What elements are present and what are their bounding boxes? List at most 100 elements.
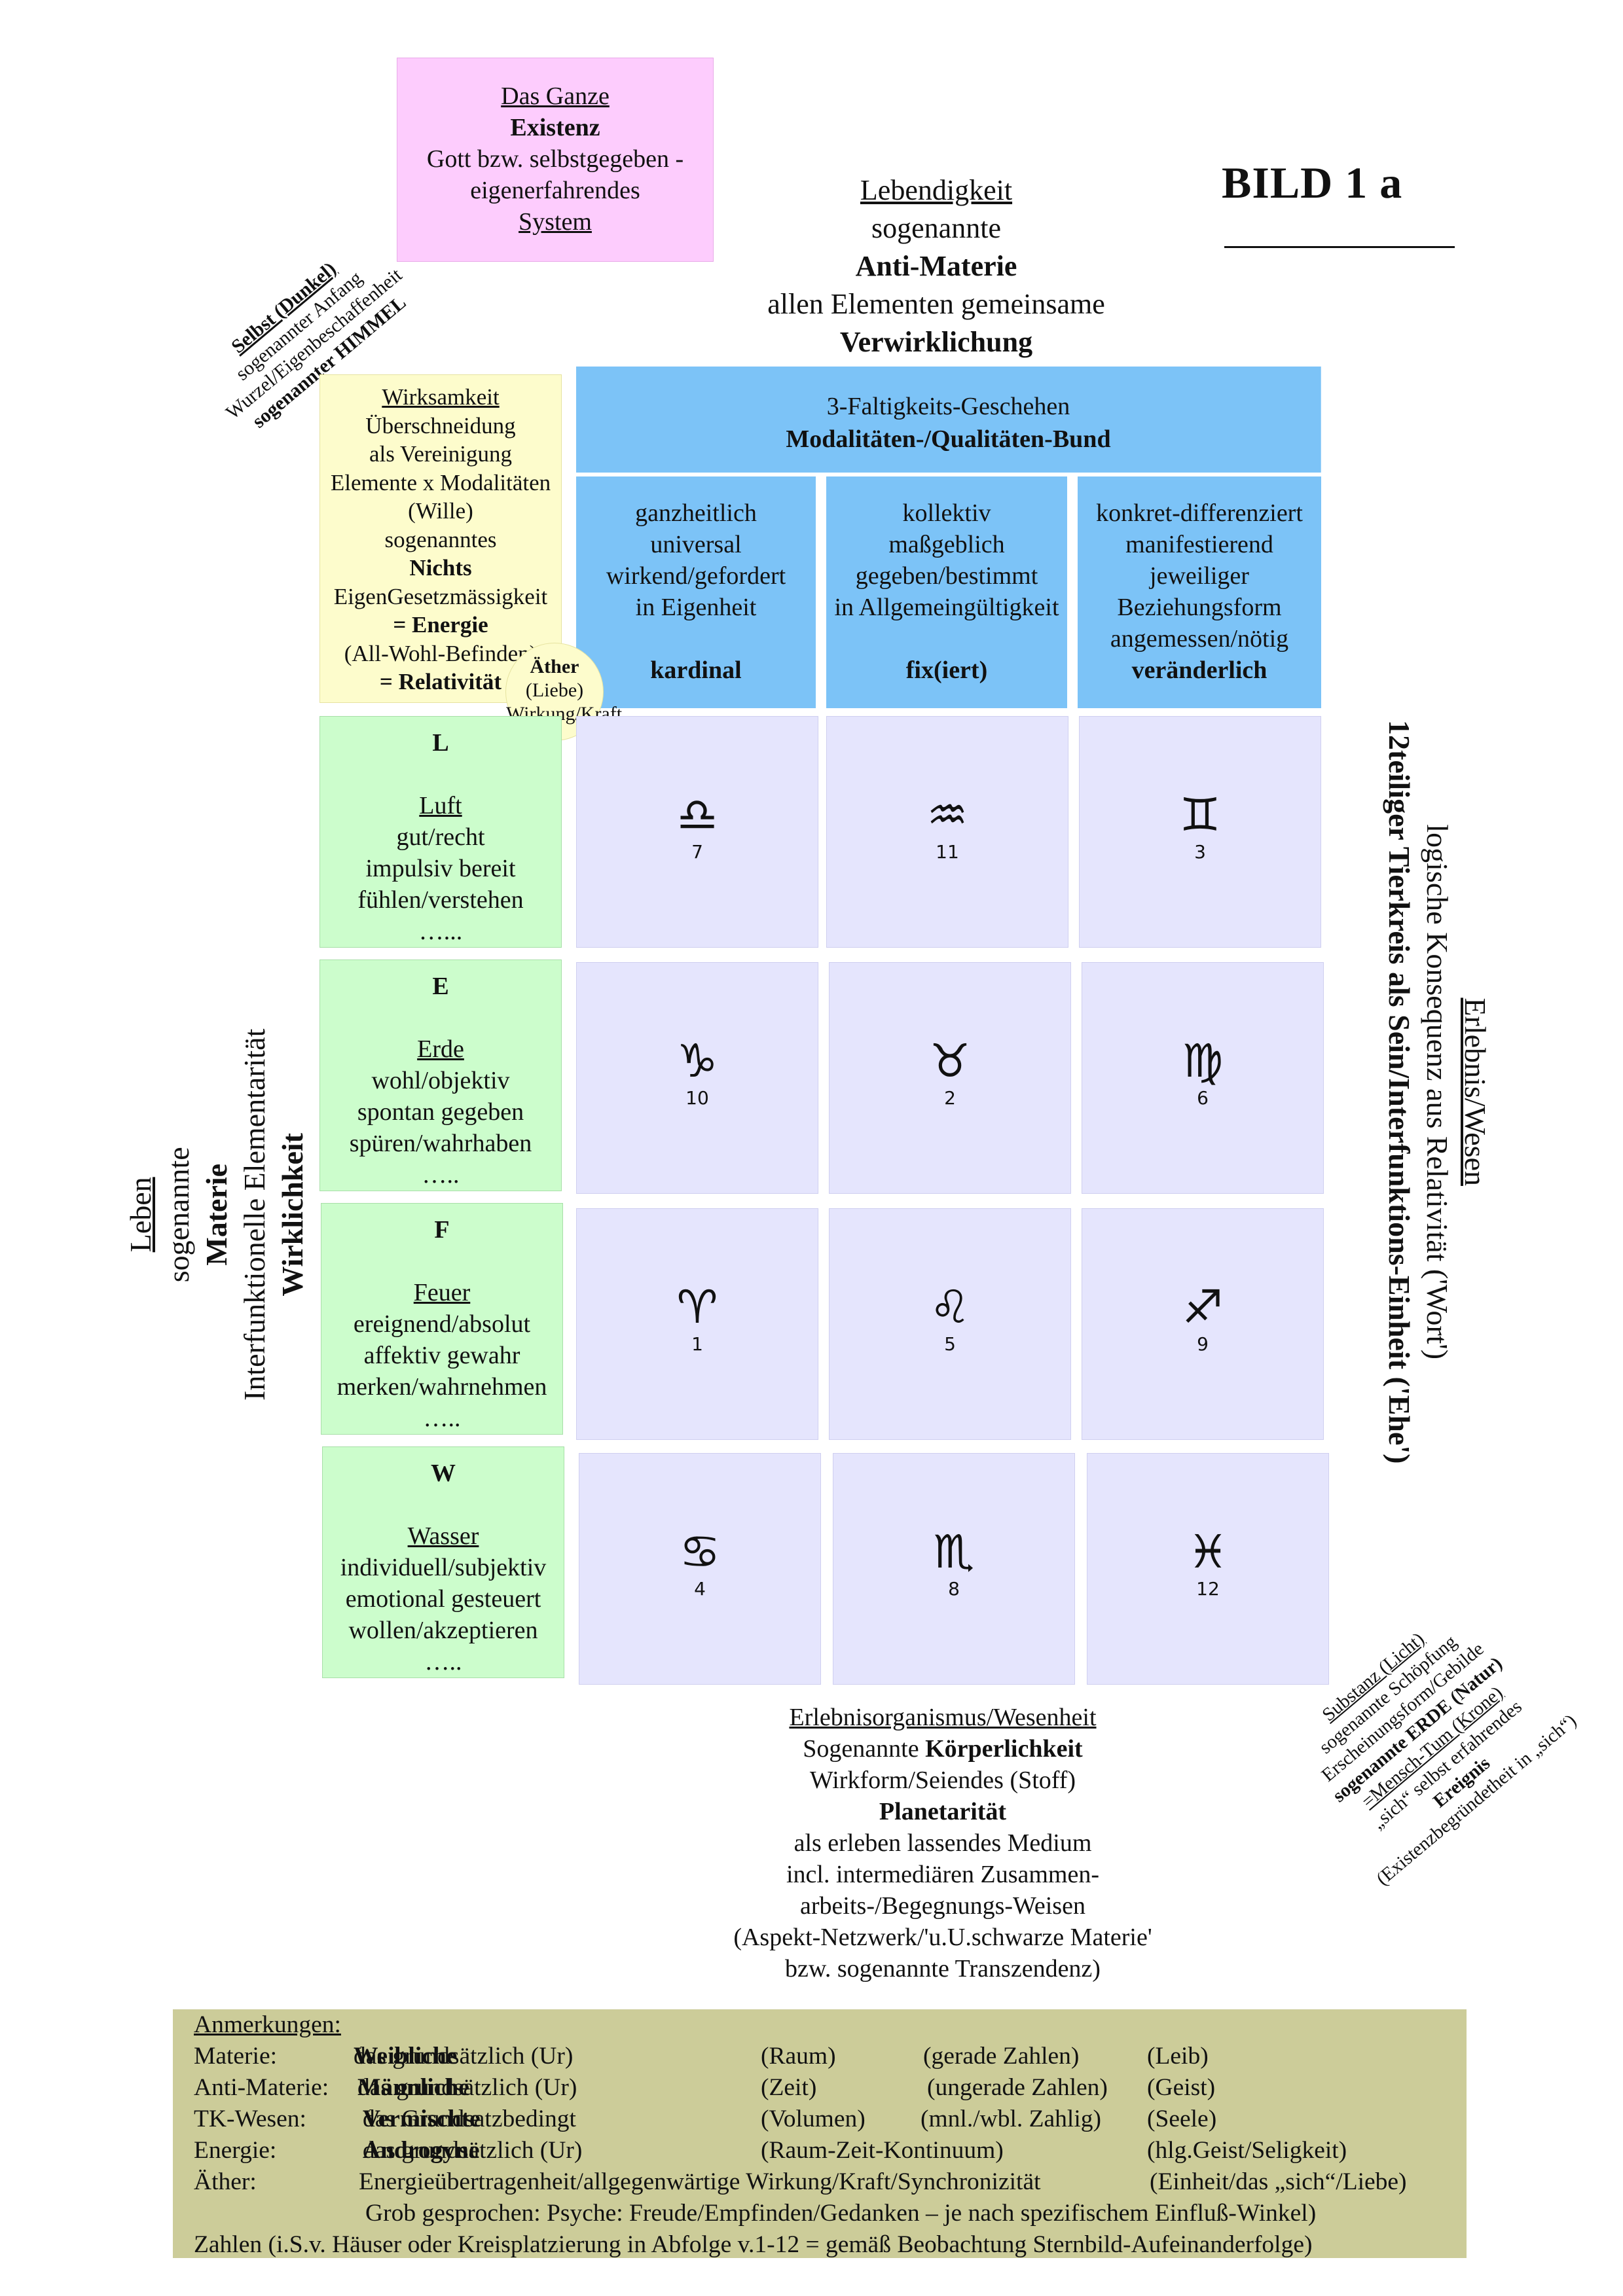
modality-line: Beziehungsform [1117, 594, 1282, 621]
notes-bold: Vermischte [363, 2106, 481, 2132]
aether-heading: Äther [530, 656, 579, 677]
zodiac-cell-cancer: ♋ 4 [579, 1453, 821, 1685]
notes-bold: Weibliche [354, 2043, 458, 2070]
yellow-line: Elemente x Modalitäten [330, 469, 551, 495]
bc-line: arbeits-/Begegnungs-Weisen [800, 1892, 1085, 1920]
notes-col3: (Raum) [761, 2043, 836, 2070]
element-line: gut/recht [396, 823, 485, 851]
element-line: …... [418, 918, 463, 945]
house-number: 1 [691, 1333, 703, 1355]
notes-col3: (Zeit) [761, 2074, 817, 2101]
notes-pre: das Grundsatzbedingt [363, 2106, 576, 2132]
notes-label: Energie: [194, 2137, 277, 2164]
element-letter: W [431, 1460, 456, 1487]
notes-label: Äther: [194, 2168, 257, 2195]
zodiac-cell-pisces: ♓ 12 [1087, 1453, 1329, 1685]
yellow-line: als Vereinigung [369, 441, 513, 467]
zodiac-cell-scorpio: ♏ 8 [833, 1453, 1075, 1685]
modality-fix: kollektiv maßgeblich gegeben/bestimmt in… [826, 476, 1067, 708]
notes-text: das grundsätzlich (Ur) Weibliche [354, 2041, 573, 2072]
element-letter: E [432, 973, 449, 1000]
notes-text: das grundsätzlich (Ur) Androgyne [363, 2135, 582, 2166]
notes-label: TK-Wesen: [194, 2106, 306, 2132]
gemini-icon: ♊ [1179, 788, 1221, 842]
lebendigkeit-line4: allen Elementen gemeinsame [767, 288, 1105, 320]
element-line: ….. [424, 1648, 462, 1676]
header-line2: Modalitäten-/Qualitäten-Bund [786, 425, 1111, 453]
pisces-icon: ♓ [1187, 1525, 1229, 1579]
house-number: 9 [1197, 1333, 1209, 1355]
house-number: 8 [948, 1578, 960, 1600]
taurus-icon: ♉ [929, 1034, 971, 1088]
zodiac-cell-aries: ♈ 1 [576, 1208, 818, 1440]
notes-row-psyche: Grob gesprochen: Psyche: Freude/Empfinde… [194, 2198, 1467, 2229]
erlebnisorganismus-heading: Erlebnisorganismus/Wesenheit [789, 1704, 1097, 1731]
title-underline [1224, 246, 1455, 248]
modality-line: angemessen/nötig [1110, 625, 1289, 653]
yellow-line: (All-Wohl-Befinden) [344, 640, 538, 666]
element-line: individuell/subjektiv [340, 1554, 547, 1581]
notes-pre: das grundsätzlich (Ur) [363, 2137, 583, 2164]
tierkreis-label: 12teiliger Tierkreis als Sein/Interfunkt… [1383, 720, 1416, 1464]
libra-icon: ♎ [676, 788, 718, 842]
modality-keyword: fix(iert) [905, 656, 988, 684]
element-line: wohl/objektiv [371, 1067, 510, 1094]
element-letter: F [434, 1216, 450, 1244]
bc-line: Sogenannte [803, 1735, 926, 1763]
yellow-line: Überschneidung [365, 412, 516, 439]
modality-line: universal [650, 531, 742, 558]
modality-line: konkret-differenziert [1096, 499, 1303, 527]
ganze-existenz: Existenz [510, 114, 600, 141]
house-number: 5 [944, 1333, 956, 1355]
element-line: spüren/wahrhaben [349, 1130, 532, 1157]
notes-row: Energie: das grundsätzlich (Ur) Androgyn… [194, 2135, 1467, 2166]
nichts-label: Nichts [409, 555, 472, 581]
notes-pre: das grundsätzlich (Ur) [357, 2074, 577, 2101]
modality-line: in Allgemeingültigkeit [834, 594, 1059, 621]
element-line: ….. [423, 1405, 461, 1432]
element-line: ereignend/absolut [353, 1310, 531, 1338]
house-number: 10 [685, 1087, 709, 1109]
energie-label: = Energie [393, 612, 488, 637]
notes-bold: Androgyne [363, 2137, 480, 2164]
notes-row-aether: Äther: Energieübertragenheit/allgegenwär… [194, 2166, 1467, 2198]
bc-line: bzw. sogenannte Transzendenz) [785, 1955, 1101, 1982]
leben-line: sogenannte [162, 1147, 195, 1283]
ganze-line4: eigenerfahrendes [470, 177, 640, 204]
modality-line: ganzheitlich [635, 499, 757, 527]
notes-bold: Männliche [357, 2074, 469, 2101]
leo-icon: ♌ [929, 1280, 971, 1334]
element-line: ….. [422, 1161, 460, 1189]
notes-col5: (Geist) [1147, 2074, 1216, 2101]
notes-row-zahlen: Zahlen (i.S.v. Häuser oder Kreisplatzier… [194, 2229, 1467, 2261]
modality-line: manifestierend [1125, 531, 1273, 558]
wirklichkeit-label: Wirklichkeit [276, 1133, 309, 1297]
element-line: impulsiv bereit [365, 855, 516, 882]
lebendigkeit-line2: sogenannte [871, 212, 1001, 244]
das-ganze-box: Das Ganze Existenz Gott bzw. selbstgegeb… [397, 58, 714, 262]
notes-col5: (Seele) [1147, 2106, 1217, 2132]
element-line: affektiv gewahr [363, 1342, 520, 1369]
modality-keyword: veränderlich [1131, 656, 1267, 684]
element-line: emotional gesteuert [345, 1585, 541, 1613]
notes-col3: (Raum-Zeit-Kontinuum) [761, 2137, 1004, 2164]
notes-pre: das grundsätzlich (Ur) [354, 2043, 574, 2070]
notes-col5: (hlg.Geist/Seligkeit) [1147, 2137, 1347, 2164]
modalitaeten-header: 3-Faltigkeits-Geschehen Modalitäten-/Qua… [576, 367, 1321, 473]
notes-text: das grundsätzlich (Ur) Männliche [357, 2072, 577, 2104]
house-number: 11 [936, 841, 959, 863]
erlebnis-line: logische Konsequenz aus Relativität ('Wo… [1421, 824, 1454, 1360]
capricorn-icon: ♑ [676, 1034, 718, 1088]
bc-line: Wirkform/Seiendes (Stoff) [809, 1767, 1076, 1794]
notes-row: Materie: das grundsätzlich (Ur) Weiblich… [194, 2041, 1467, 2072]
anti-materie-label: Anti-Materie [855, 250, 1017, 282]
modality-veraenderlich: konkret-differenziert manifestierend jew… [1078, 476, 1321, 708]
virgo-icon: ♍ [1182, 1034, 1224, 1088]
lebendigkeit-heading: Lebendigkeit [860, 174, 1013, 206]
notes-col3: (Volumen) [761, 2106, 866, 2132]
notes-heading-row: Anmerkungen: [194, 2009, 1467, 2041]
element-luft: L Luft gut/recht impulsiv bereit fühlen/… [319, 716, 562, 948]
notes-col5: (Einheit/das „sich“/Liebe) [1150, 2168, 1407, 2195]
verwirklichung-label: Verwirklichung [839, 326, 1033, 358]
notes-label: Anti-Materie: [194, 2074, 329, 2101]
